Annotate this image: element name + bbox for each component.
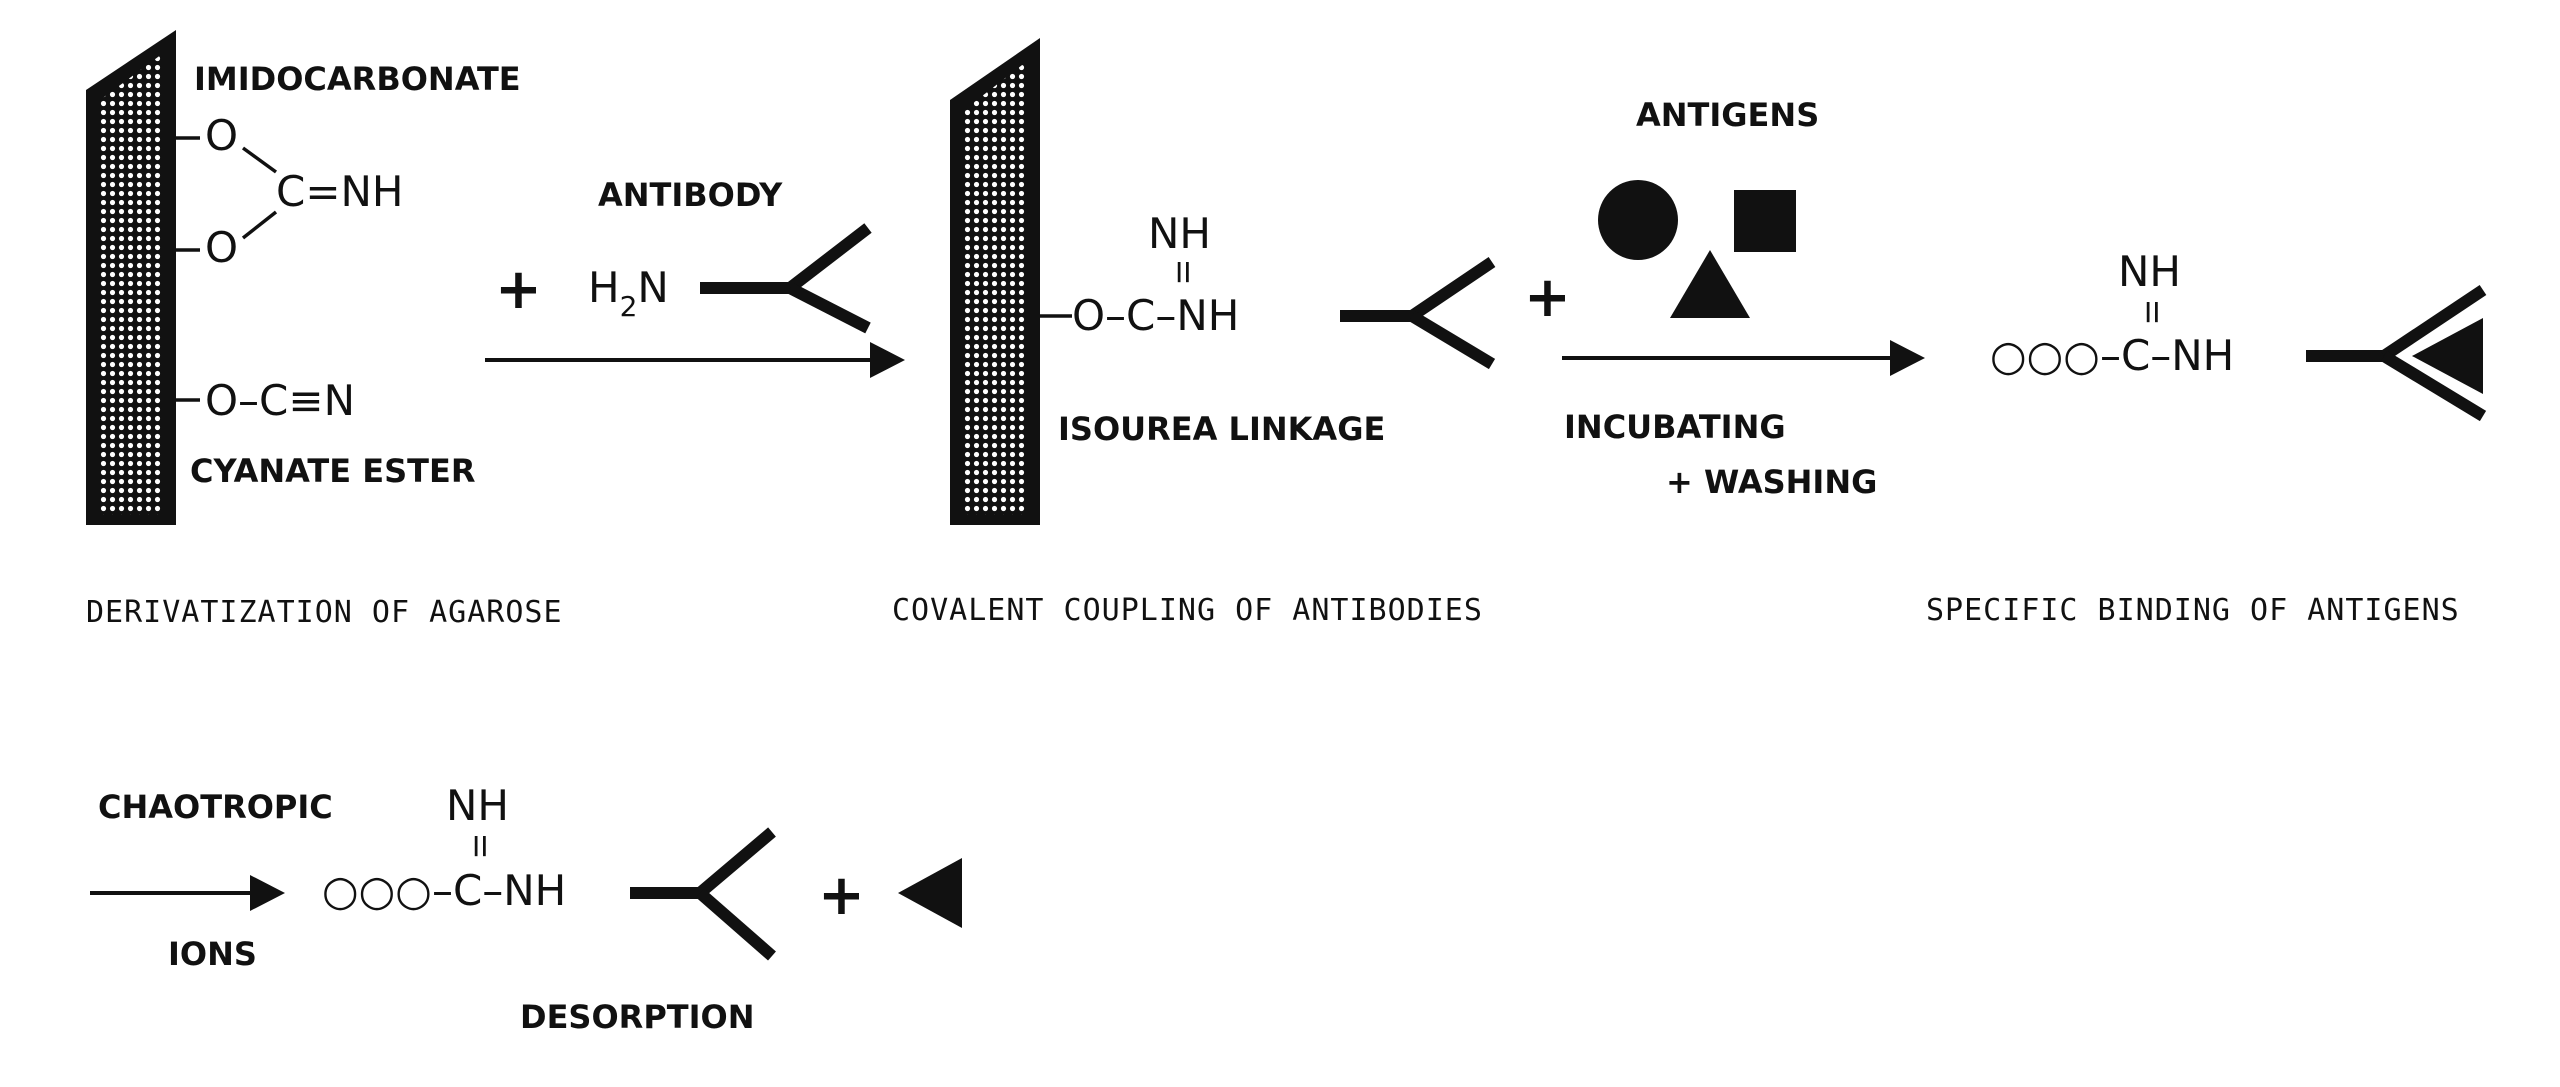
nh-label: NH (1148, 209, 1211, 258)
isourea-linkage-label: ISOUREA LINKAGE (1058, 410, 1385, 448)
desorption-label: DESORPTION (520, 998, 754, 1036)
double-bond: II (1175, 256, 1192, 289)
antibody-icon (1408, 310, 1496, 370)
circle-antigen-icon (1598, 180, 1678, 260)
antibody-label: ANTIBODY (598, 176, 783, 214)
plus-sign: + (818, 863, 865, 928)
antibody-icon (2380, 350, 2487, 422)
bond (241, 210, 278, 240)
agarose-bead-2 (950, 38, 1040, 525)
isourea-chain: O–C–NH (1072, 291, 1239, 340)
bound-antigen-icon (2412, 318, 2483, 394)
ions-label: IONS (168, 935, 257, 973)
caption-derivatization: DERIVATIZATION OF AGAROSE (86, 595, 563, 630)
antibody-icon (630, 827, 776, 899)
desorbed-chain: ○○○–C–NH (322, 866, 566, 915)
carbon-imino: C=NH (276, 167, 404, 216)
nh-label: NH (446, 781, 509, 830)
plus-sign: + (1524, 265, 1571, 330)
nh-label: NH (2118, 247, 2181, 296)
caption-coupling: COVALENT COUPLING OF ANTIBODIES (892, 593, 1483, 628)
released-antigen-icon (898, 858, 962, 928)
plus-sign: + (495, 257, 542, 322)
imidocarbonate-label: IMIDOCARBONATE (194, 60, 521, 98)
arrowhead-icon (250, 875, 285, 911)
antibody-icon (1340, 257, 1496, 322)
incubating-label: INCUBATING (1564, 408, 1786, 446)
cyanate-group: O–C≡N (205, 376, 355, 425)
caption-binding: SPECIFIC BINDING OF ANTIGENS (1926, 593, 2460, 628)
triangle-antigen-icon (1670, 250, 1750, 318)
washing-label: + WASHING (1666, 463, 1877, 501)
chaotropic-label: CHAOTROPIC (98, 788, 333, 826)
double-bond: II (2144, 296, 2161, 329)
cyanate-ester-label: CYANATE ESTER (190, 452, 475, 490)
bond (241, 146, 278, 174)
square-antigen-icon (1734, 190, 1796, 252)
antibody-icon (787, 282, 871, 334)
amine-h: H2N (588, 263, 669, 323)
antibody-icon (2380, 285, 2487, 361)
arrowhead-icon (1890, 340, 1925, 376)
double-bond: II (472, 830, 489, 863)
agarose-bead-1 (86, 30, 176, 525)
oxygen-bottom: O (205, 223, 238, 272)
antibody-icon (696, 888, 776, 961)
antigens-label: ANTIGENS (1636, 96, 1819, 134)
bound-chain: ○○○–C–NH (1990, 331, 2234, 380)
oxygen-top: O (205, 111, 238, 160)
antibody-icon (700, 223, 872, 294)
arrowhead-icon (870, 342, 905, 378)
